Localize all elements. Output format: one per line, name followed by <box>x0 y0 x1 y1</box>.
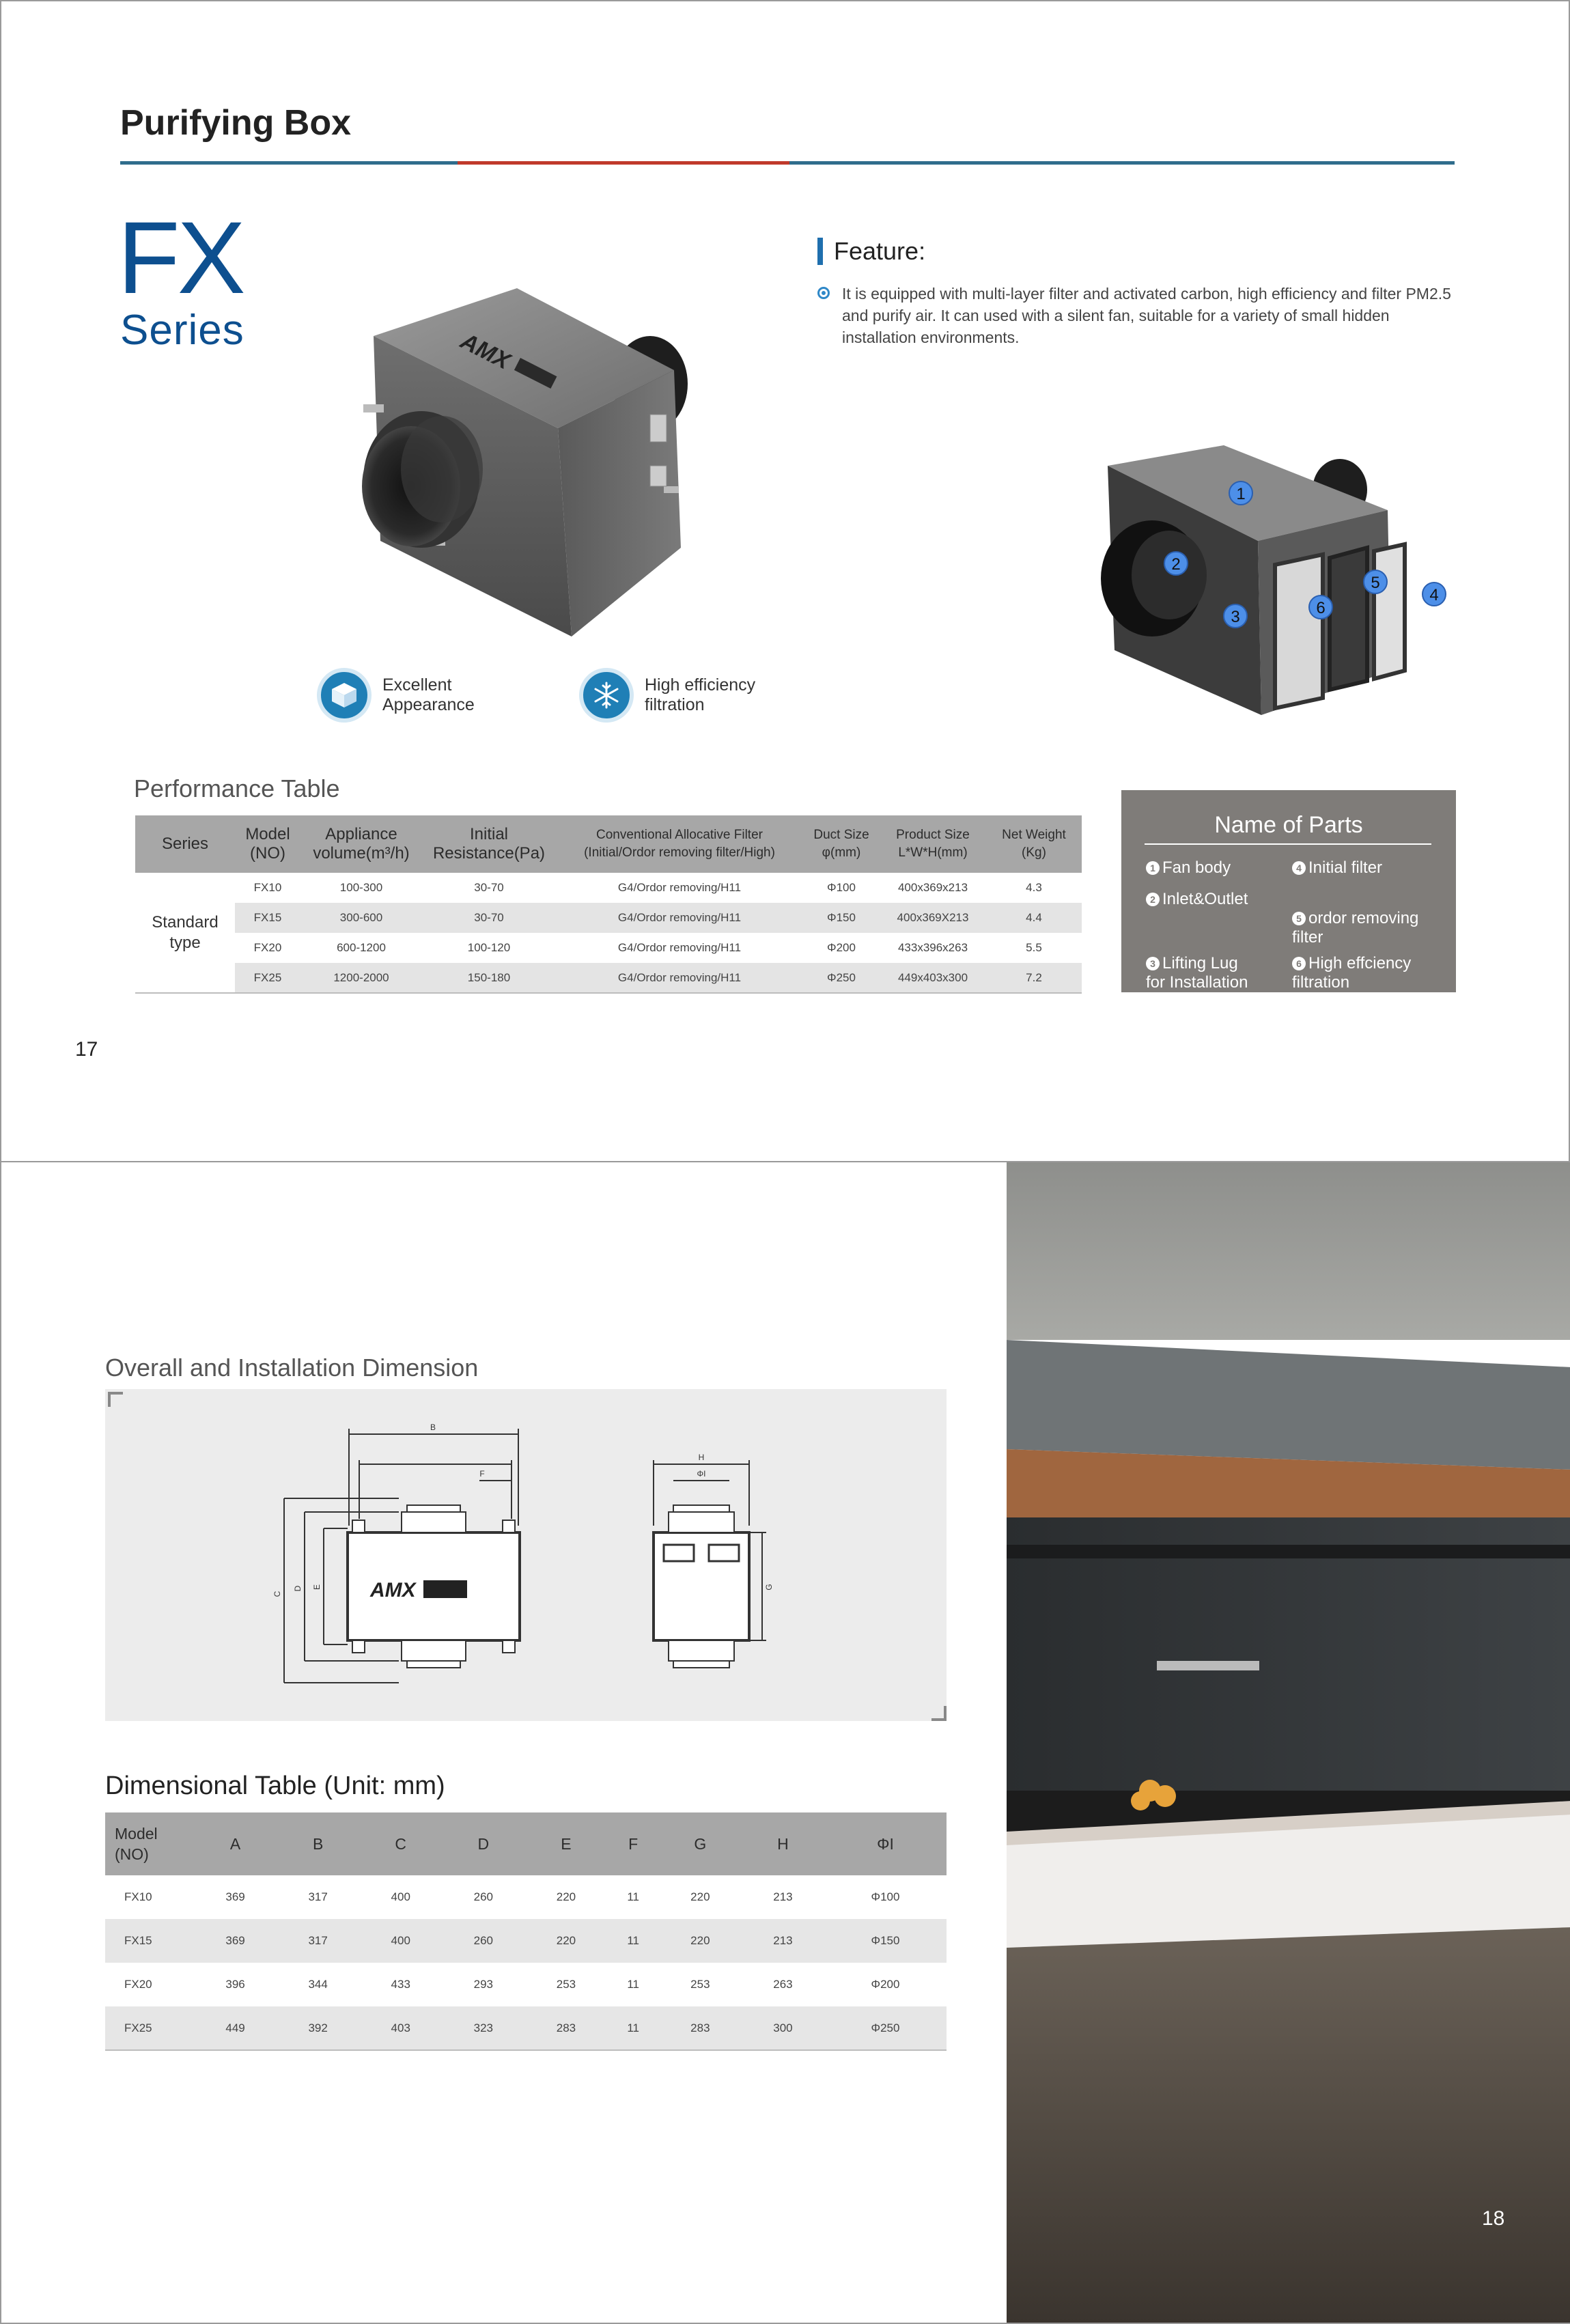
svg-text:F: F <box>479 1469 484 1479</box>
col-header: ΦI <box>824 1812 947 1875</box>
parts-title: Name of Parts <box>1214 812 1363 838</box>
table-row: FX20 600-1200 100-120 G4/Ordor removing/… <box>253 941 1042 954</box>
title-rule <box>120 161 1455 165</box>
col-header: B <box>277 1812 360 1875</box>
feature-item: It is equipped with multi-layer filter a… <box>817 283 1459 348</box>
page-number: 18 <box>1482 2207 1505 2230</box>
dimensional-table-title: Dimensional Table (Unit: mm) <box>105 1772 445 1800</box>
col-header: C <box>359 1812 443 1875</box>
svg-text:ΦI: ΦI <box>697 1469 706 1479</box>
col-header: Model (NO) <box>105 1812 194 1875</box>
svg-text:H: H <box>699 1453 705 1462</box>
table-row: FX25 1200-2000 150-180 G4/Ordor removing… <box>135 963 1082 994</box>
svg-text:G: G <box>764 1584 774 1590</box>
page-18: Overall and Installation Dimension <box>0 1161 1570 2324</box>
corner-mark <box>931 1706 947 1721</box>
performance-table-title: Performance Table <box>134 774 340 802</box>
badge-filtration: High efficiency filtration <box>579 668 755 723</box>
svg-text:2: 2 <box>1171 555 1180 574</box>
col-header: A <box>194 1812 277 1875</box>
svg-text:C: C <box>272 1591 282 1597</box>
col-header: Model (NO) <box>235 815 300 873</box>
table-row: FX25 449 392 403 323 283 11 283 300 Φ250 <box>105 2006 947 2051</box>
col-header: Series <box>135 815 235 873</box>
table-row: FX20 396 344 433 293 253 11 253 263 Φ200 <box>124 1978 900 1991</box>
col-header: E <box>524 1812 608 1875</box>
svg-text:B: B <box>430 1423 436 1432</box>
page-number: 17 <box>75 1038 98 1061</box>
col-header: Initial Resistance(Pa) <box>422 815 556 873</box>
col-header: H <box>741 1812 824 1875</box>
corner-mark <box>108 1392 123 1407</box>
svg-text:1: 1 <box>1236 485 1245 503</box>
performance-table: Series Model (NO) Appliance volume(m³/h)… <box>135 815 1082 994</box>
snowflake-filter-icon <box>579 668 634 723</box>
svg-text:4: 4 <box>1429 586 1438 604</box>
col-header: Product Size L*W*H(mm) <box>880 815 986 873</box>
svg-text:5: 5 <box>1371 574 1379 592</box>
bullet-icon <box>817 287 830 299</box>
col-header: Net Weight (Kg) <box>986 815 1082 873</box>
page-title: Purifying Box <box>120 103 352 143</box>
dimensional-table: Model (NO) A B C D E F G H ΦI FX10 369 3… <box>105 1812 947 2051</box>
table-row: FX15 369 317 400 260 220 11 220 213 Φ150 <box>105 1919 947 1963</box>
table-row: FX10 369 317 400 260 220 11 220 213 Φ100 <box>124 1890 900 1903</box>
svg-text:D: D <box>293 1585 303 1591</box>
col-header: G <box>658 1812 742 1875</box>
table-row: FX15 300-600 30-70 G4/Ordor removing/H11… <box>135 903 1082 933</box>
col-header: Conventional Allocative Filter (Initial/… <box>556 815 803 873</box>
svg-text:3: 3 <box>1231 608 1239 626</box>
dimension-title: Overall and Installation Dimension <box>105 1354 479 1382</box>
feature-heading: Feature: <box>817 237 925 266</box>
product-image-main: AMX <box>362 288 688 636</box>
col-header: F <box>607 1812 659 1875</box>
dimension-drawing: AMX B F C D E H ΦI G <box>272 1423 774 1683</box>
svg-text:6: 6 <box>1316 599 1325 617</box>
col-header: Duct Size φ(mm) <box>803 815 880 873</box>
svg-text:AMX: AMX <box>369 1579 417 1601</box>
cube-icon <box>317 668 372 723</box>
dimension-drawing-panel: AMX B F C D E H ΦI G <box>105 1389 947 1721</box>
page-17: Purifying Box FX Series AM <box>0 0 1570 1161</box>
col-header: D <box>442 1812 525 1875</box>
series-code: FX <box>117 200 246 315</box>
badge-appearance: Excellent Appearance <box>317 668 475 723</box>
product-image-exploded: 1 2 3 4 5 6 <box>1101 445 1446 715</box>
series-word: Series <box>120 307 244 354</box>
kitchen-interior-photo <box>1007 1162 1570 2323</box>
svg-text:E: E <box>312 1584 322 1590</box>
series-type-cell: Standard type <box>135 873 235 994</box>
col-header: Appliance volume(m³/h) <box>300 815 422 873</box>
table-row: Standard type FX10 100-300 30-70 G4/Ordo… <box>135 873 1082 994</box>
